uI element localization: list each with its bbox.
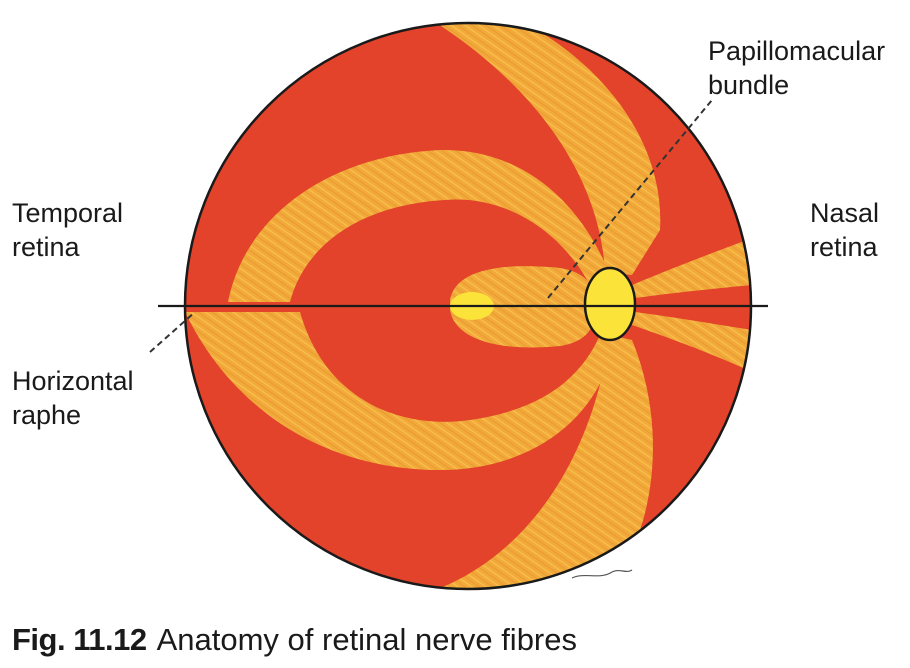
raphe-leader-line [149, 311, 196, 353]
nasal-label-line1: Nasal [810, 198, 880, 228]
nasal-retina-label: Nasal retina [810, 196, 879, 264]
nasal-upper-bundle [632, 238, 751, 298]
papillomacular-label: Papillomacular bundle [708, 34, 885, 102]
papillomacular-label-line1: Papillomacular [708, 36, 886, 66]
raphe-label-line1: Horizontal [12, 366, 134, 396]
nerve-fibre-bundles [185, 23, 751, 589]
figure-number: Fig. 11.12 [12, 622, 147, 657]
inferior-arcuate-bundle [185, 312, 615, 470]
papillomacular-leader-line [547, 99, 713, 299]
nasal-label-line2: retina [810, 232, 878, 262]
nasal-lower-bundle [632, 312, 751, 372]
temporal-label-line1: Temporal [12, 198, 124, 228]
figure-caption-text: Anatomy of retinal nerve fibres [156, 622, 578, 657]
temporal-retina-label: Temporal retina [12, 196, 123, 264]
optic-disc [583, 266, 637, 342]
inferior-nasal-bundle [430, 335, 653, 589]
temporal-label-line2: retina [12, 232, 80, 262]
figure-caption: Fig. 11.12 Anatomy of retinal nerve fibre… [12, 622, 577, 658]
superior-nasal-bundle [435, 23, 661, 275]
papillomacular-label-line2: bundle [708, 70, 790, 100]
superior-arcuate-bundle [228, 149, 610, 302]
horizontal-raphe-label: Horizontal raphe [12, 364, 134, 432]
artist-signature [571, 569, 633, 579]
raphe-label-line2: raphe [12, 400, 82, 430]
